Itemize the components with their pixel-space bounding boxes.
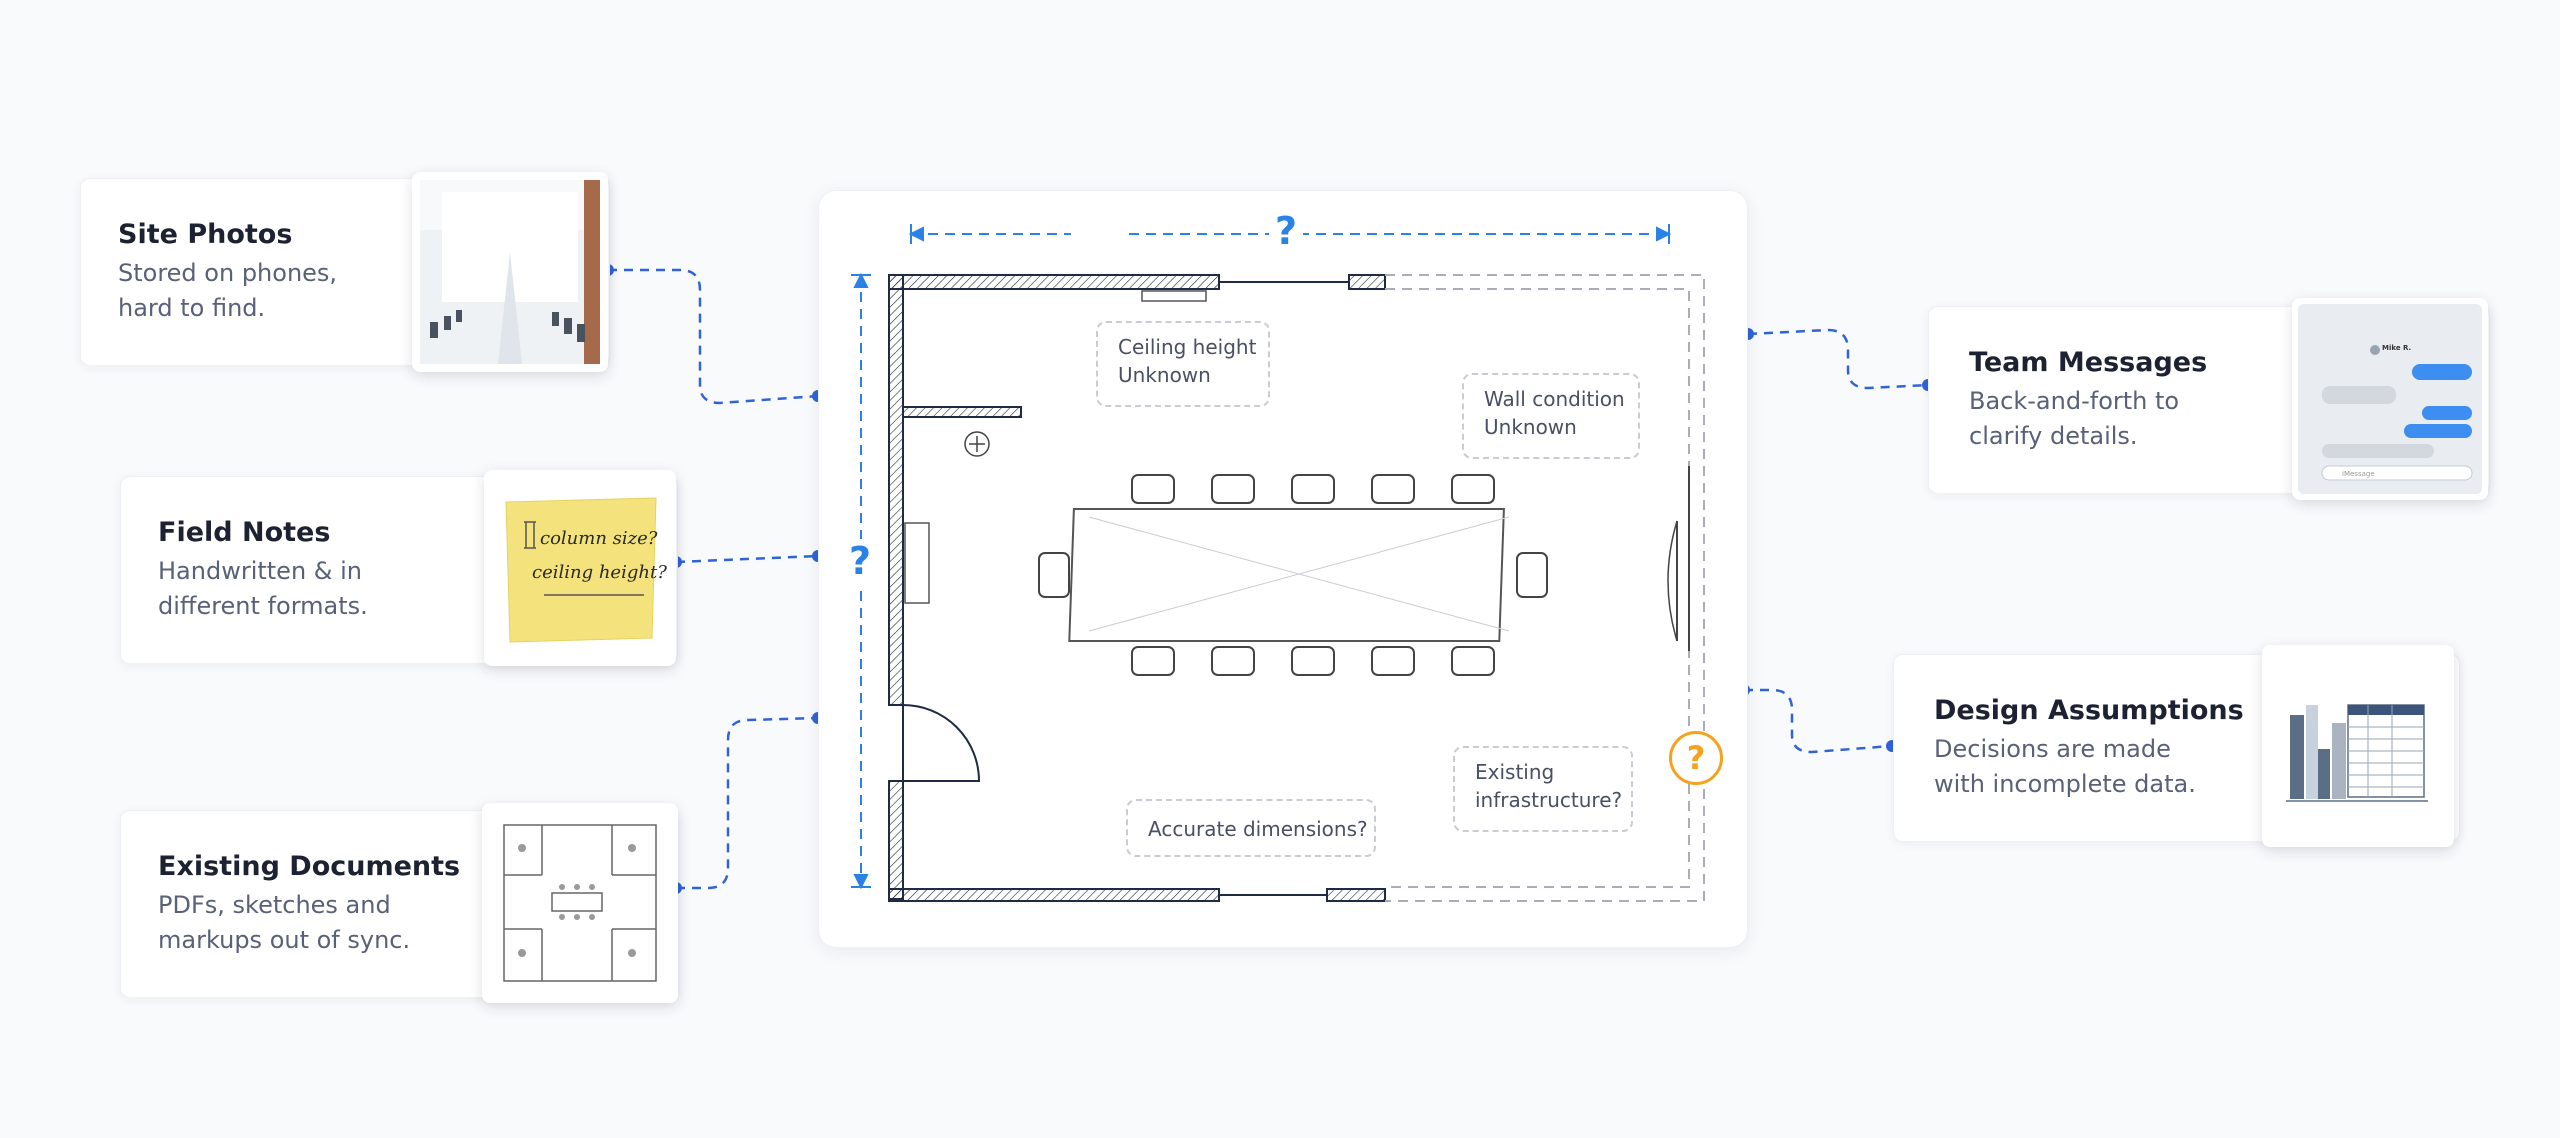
existing-infrastructure-annotation: Existing infrastructure? xyxy=(1453,746,1633,832)
height-unknown-question-mark: ? xyxy=(843,539,877,583)
card-title: Existing Documents xyxy=(158,851,461,882)
annotation-line: Unknown xyxy=(1484,415,1577,439)
annotation-line: Wall condition xyxy=(1484,387,1625,411)
annotation-line: Accurate dimensions? xyxy=(1148,817,1368,841)
chat-contact-name: Mike R. xyxy=(2382,344,2412,352)
site-photo-thumbnail xyxy=(412,172,608,372)
annotation-line: Existing xyxy=(1475,760,1555,784)
accurate-dimensions-annotation: Accurate dimensions? xyxy=(1126,799,1376,857)
sticky-note-thumbnail: column size? ceiling height? xyxy=(484,470,676,666)
infrastructure-warning-icon: ? xyxy=(1669,731,1723,785)
card-title: Team Messages xyxy=(1969,347,2208,378)
connector-field-notes xyxy=(675,554,819,564)
card-description-line: PDFs, sketches and xyxy=(158,891,391,919)
bar-chart-and-table-icon xyxy=(2286,704,2428,802)
sticky-note-drawing xyxy=(505,497,657,643)
annotation-line: infrastructure? xyxy=(1475,788,1623,812)
card-description-line: Stored on phones, xyxy=(118,259,338,287)
card-description-line: with incomplete data. xyxy=(1934,770,2196,798)
document-floorplan-sketch xyxy=(490,811,670,995)
card-description-line: hard to find. xyxy=(118,294,266,322)
annotation-line: Ceiling height xyxy=(1118,335,1257,359)
ceiling-height-annotation: Ceiling height Unknown xyxy=(1096,321,1270,407)
chat-conversation-preview xyxy=(2298,304,2482,494)
document-thumbnail xyxy=(482,803,678,1003)
spreadsheet-thumbnail xyxy=(2262,645,2454,847)
card-title: Design Assumptions xyxy=(1934,695,2244,726)
conference-room-photo xyxy=(420,180,600,364)
card-description-line: Decisions are made xyxy=(1934,735,2171,763)
floor-plan-panel: ? ? ? Ceiling height Unknown Wall condit… xyxy=(818,190,1748,948)
connector-site-photos xyxy=(608,268,819,405)
card-description-line: Back-and-forth to xyxy=(1969,387,2180,415)
annotation-line: Unknown xyxy=(1118,363,1211,387)
card-description-line: different formats. xyxy=(158,592,368,620)
card-title: Site Photos xyxy=(118,219,293,250)
connector-design-assumptions xyxy=(1744,688,1893,754)
sticky-note-text-line: column size? xyxy=(540,528,658,549)
wall-condition-annotation: Wall condition Unknown xyxy=(1462,373,1640,459)
card-description-line: clarify details. xyxy=(1969,422,2138,450)
chat-input-placeholder: iMessage xyxy=(2342,470,2375,478)
chat-thumbnail: Mike R. iMessage xyxy=(2292,298,2488,500)
card-description-line: Handwritten & in xyxy=(158,557,363,585)
card-description-line: markups out of sync. xyxy=(158,926,411,954)
connector-team-messages xyxy=(1747,328,1929,390)
width-unknown-question-mark: ? xyxy=(1269,209,1303,253)
card-title: Field Notes xyxy=(158,517,331,548)
connector-existing-documents xyxy=(676,716,819,890)
sticky-note-text-line: ceiling height? xyxy=(532,562,667,583)
